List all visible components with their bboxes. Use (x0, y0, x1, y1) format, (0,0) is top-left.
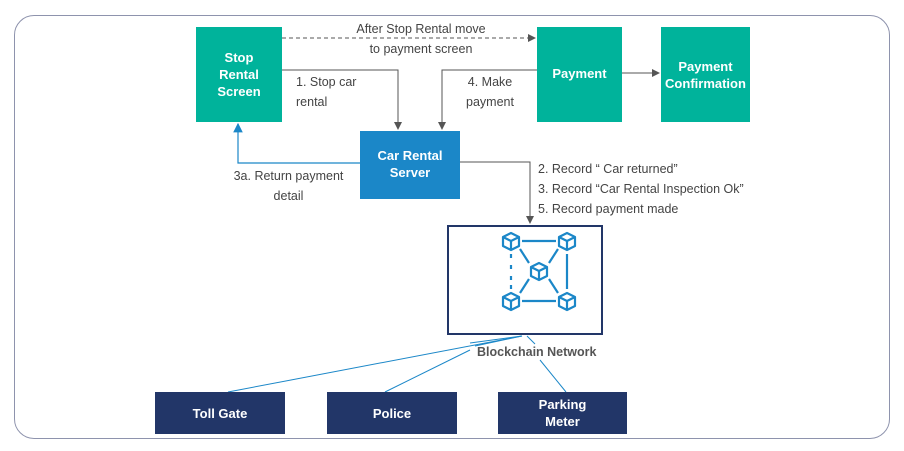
toll-gate-node: Toll Gate (155, 392, 285, 434)
diagram-frame (14, 15, 890, 439)
blockchain-network-icon (501, 231, 577, 312)
police-node: Police (327, 392, 457, 434)
payment-node: Payment (537, 27, 622, 122)
arrow-records (460, 161, 534, 224)
cube-icon (501, 291, 521, 312)
link-police-2 (474, 335, 523, 347)
link-police (384, 349, 471, 393)
payment-confirmation-node: Payment Confirmation (661, 27, 750, 122)
blockchain-network-label: Blockchain Network (477, 345, 597, 359)
arrow-return-payment (233, 122, 360, 164)
arrow-stop-car-rental (282, 69, 402, 130)
parking-meter-node: Parking Meter (498, 392, 627, 434)
cube-icon (557, 291, 577, 312)
blockchain-box (447, 225, 603, 335)
cube-icon (529, 261, 549, 282)
label-after-stop: After Stop Rental move to payment screen (356, 22, 486, 56)
label-make-payment: 4. Make payment (466, 75, 514, 109)
arrow-make-payment (438, 69, 537, 130)
link-toll-gate (227, 335, 523, 393)
link-toll-gate-2 (469, 335, 523, 344)
cube-icon (557, 231, 577, 252)
cube-icon (501, 231, 521, 252)
label-return-payment-detail: 3a. Return payment detail (233, 169, 344, 203)
stop-rental-screen-node: Stop Rental Screen (196, 27, 282, 122)
label-records: 2. Record “ Car returned” 3. Record “Car… (538, 162, 744, 216)
link-parking-meter (526, 335, 567, 393)
label-stop-car-rental: 1. Stop car rental (296, 75, 357, 109)
car-rental-server-node: Car Rental Server (360, 131, 460, 199)
